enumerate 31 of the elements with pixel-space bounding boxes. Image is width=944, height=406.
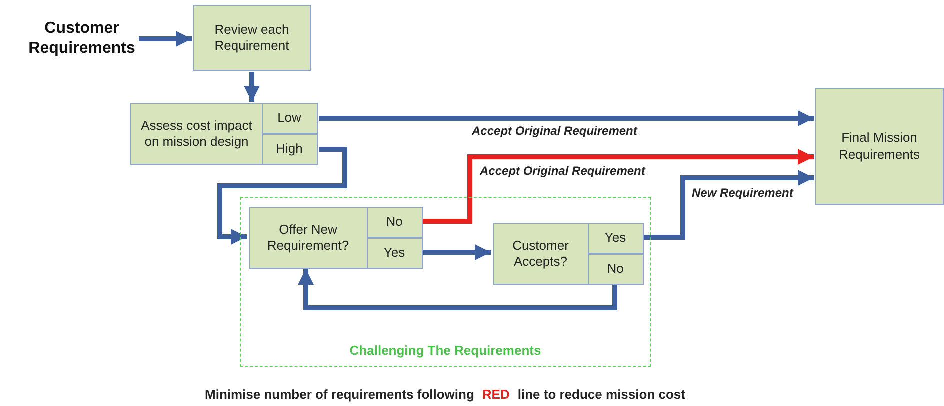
arrow [244, 72, 260, 102]
note-text: line to reduce mission cost [518, 387, 686, 402]
arrow [423, 244, 491, 260]
arrow [423, 149, 814, 224]
highlight-word: RED [482, 387, 510, 402]
decision-box [493, 223, 644, 285]
option-cell: Yes [588, 222, 644, 254]
option-cell: Low [262, 102, 318, 134]
decision-box [130, 103, 318, 165]
option-cell: High [262, 134, 318, 164]
arrow [319, 110, 814, 126]
arrow [218, 147, 348, 245]
decision-box [249, 207, 423, 269]
box-text: Customer Accepts? [512, 236, 570, 271]
dashed-group-frame [240, 197, 651, 367]
option-cell: No [588, 254, 644, 284]
edge-label: Accept Original Requirement [470, 124, 640, 138]
note-text: Minimise number of requirements following [205, 387, 474, 402]
box-text: Assess cost impact on mission design [140, 116, 254, 151]
option-cell: Yes [366, 238, 422, 268]
arrow [139, 31, 192, 47]
group-title: Challenging The Requirements [348, 342, 542, 360]
process-box: Final Mission Requirements [815, 88, 944, 205]
process-box: Review each Requirement [193, 5, 311, 71]
input-label: Customer Requirements [26, 16, 138, 62]
arrow [644, 170, 814, 240]
option-cell: No [366, 206, 422, 238]
arrow [298, 269, 618, 310]
edge-label: Accept Original Requirement [478, 164, 648, 178]
edge-label: New Requirement [690, 186, 796, 200]
box-text: Offer New Requirement? [266, 220, 350, 255]
